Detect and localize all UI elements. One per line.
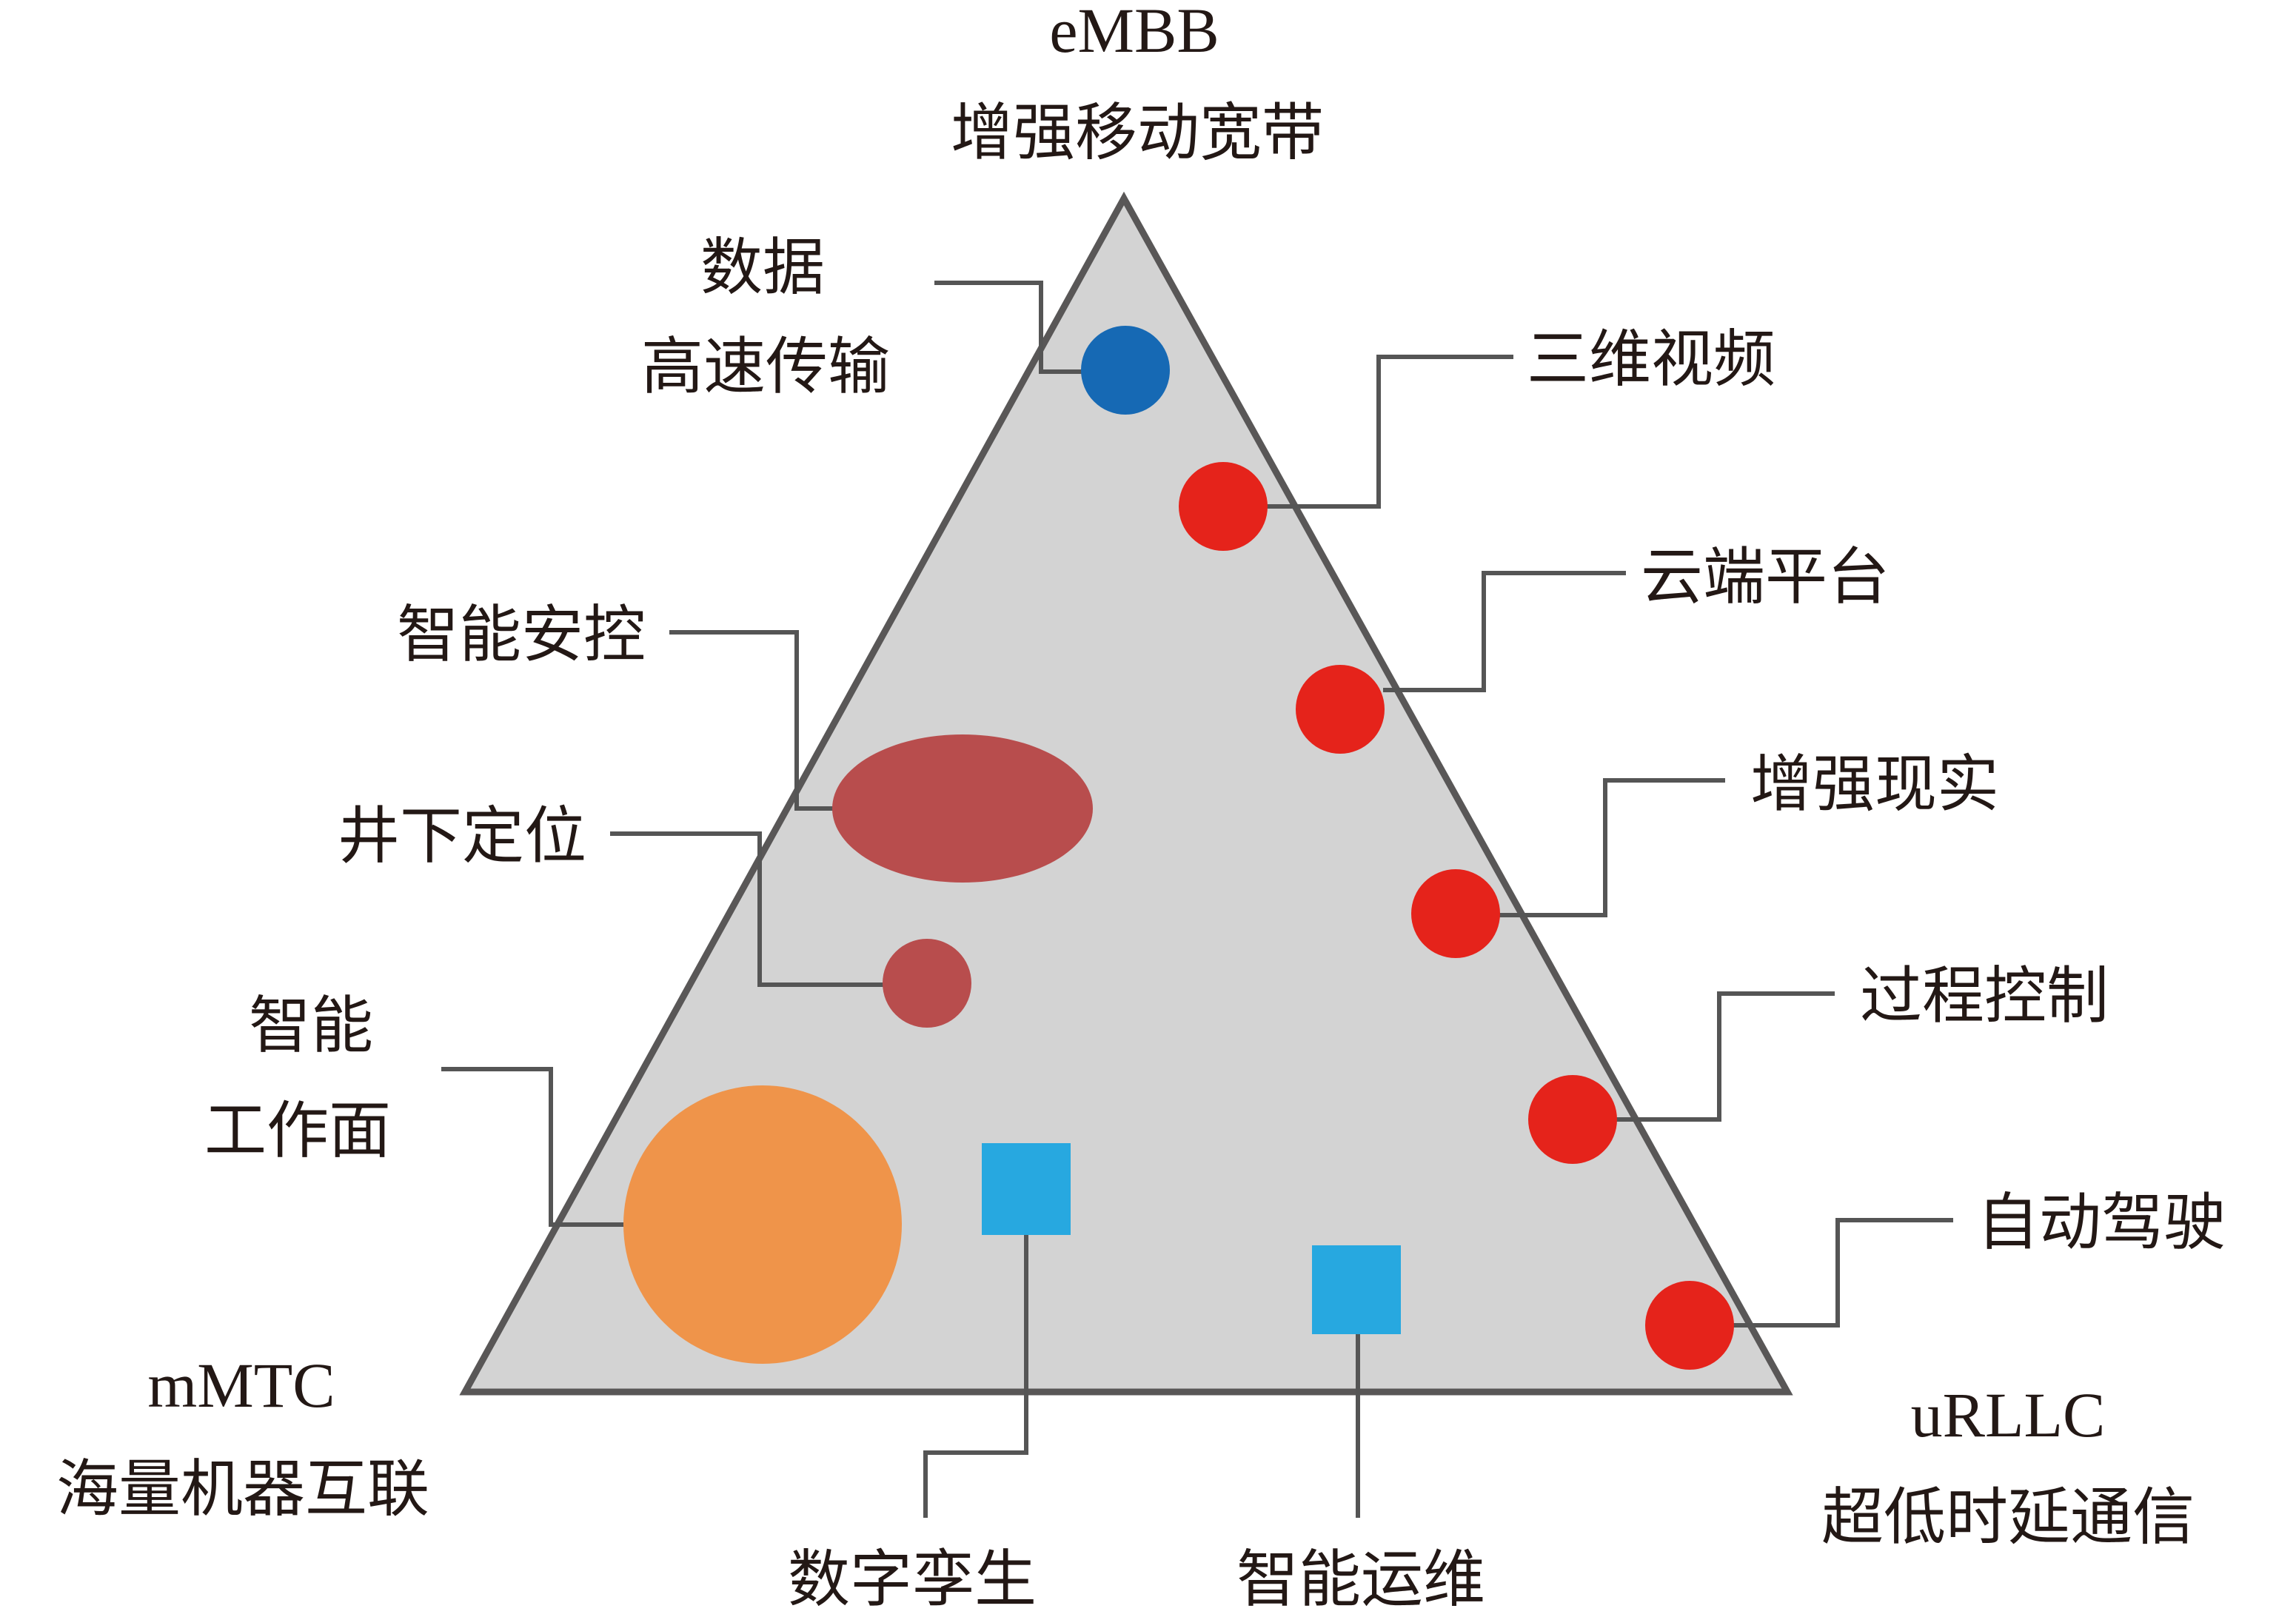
marker-smart-workface [623,1085,902,1364]
label-digital-twin: 数字孪生 [788,1543,1037,1616]
corner-embb-name: 增强移动宽带 [951,96,1324,169]
marker-augmented-reality [1411,869,1500,958]
marker-process-control [1528,1075,1617,1164]
marker-smart-security [832,734,1093,883]
label-data-transfer-line1: 数据 [700,231,825,304]
corner-urllc-code: uRLLC [1911,1379,2106,1450]
label-smart-security: 智能安控 [397,598,646,671]
leader-digital-twin [923,1235,1028,1518]
marker-data-transfer [1081,326,1170,415]
leader-smart-security [669,630,837,811]
marker-underground-positioning [883,939,971,1028]
label-cloud-platform: 云端平台 [1641,540,1890,613]
leader-underground-positioning [610,831,886,987]
leader-data-transfer [934,281,1096,374]
label-underground-positioning: 井下定位 [338,800,586,872]
label-augmented-reality: 增强现实 [1750,748,1999,820]
leader-autonomous-driving [1725,1218,1953,1328]
label-smart-workface-line2: 工作面 [204,1094,391,1167]
label-data-transfer-line2: 高速传输 [641,330,890,403]
label-autonomous-driving: 自动驾驶 [1977,1186,2226,1259]
label-smart-operations: 智能运维 [1236,1543,1485,1616]
marker-autonomous-driving [1645,1281,1734,1370]
marker-smart-operations [1312,1245,1401,1334]
marker-cloud-platform [1296,665,1385,754]
leader-augmented-reality [1499,778,1725,917]
leader-smart-workface [441,1067,626,1227]
label-process-control: 过程控制 [1860,960,2109,1032]
marker-digital-twin [982,1143,1071,1235]
leader-video-3d [1251,355,1513,509]
corner-mmtc-code: mMTC [147,1350,335,1421]
corner-embb-code: eMBB [1049,0,1219,66]
marker-video-3d [1179,462,1268,551]
label-video-3d: 三维视频 [1527,323,1775,395]
corner-mmtc-name: 海量机器互联 [56,1453,429,1525]
leader-cloud-platform [1383,571,1626,692]
corner-urllc-name: 超低时延通信 [1821,1481,2195,1553]
leader-process-control [1613,991,1835,1122]
label-smart-workface-line1: 智能 [249,989,373,1062]
